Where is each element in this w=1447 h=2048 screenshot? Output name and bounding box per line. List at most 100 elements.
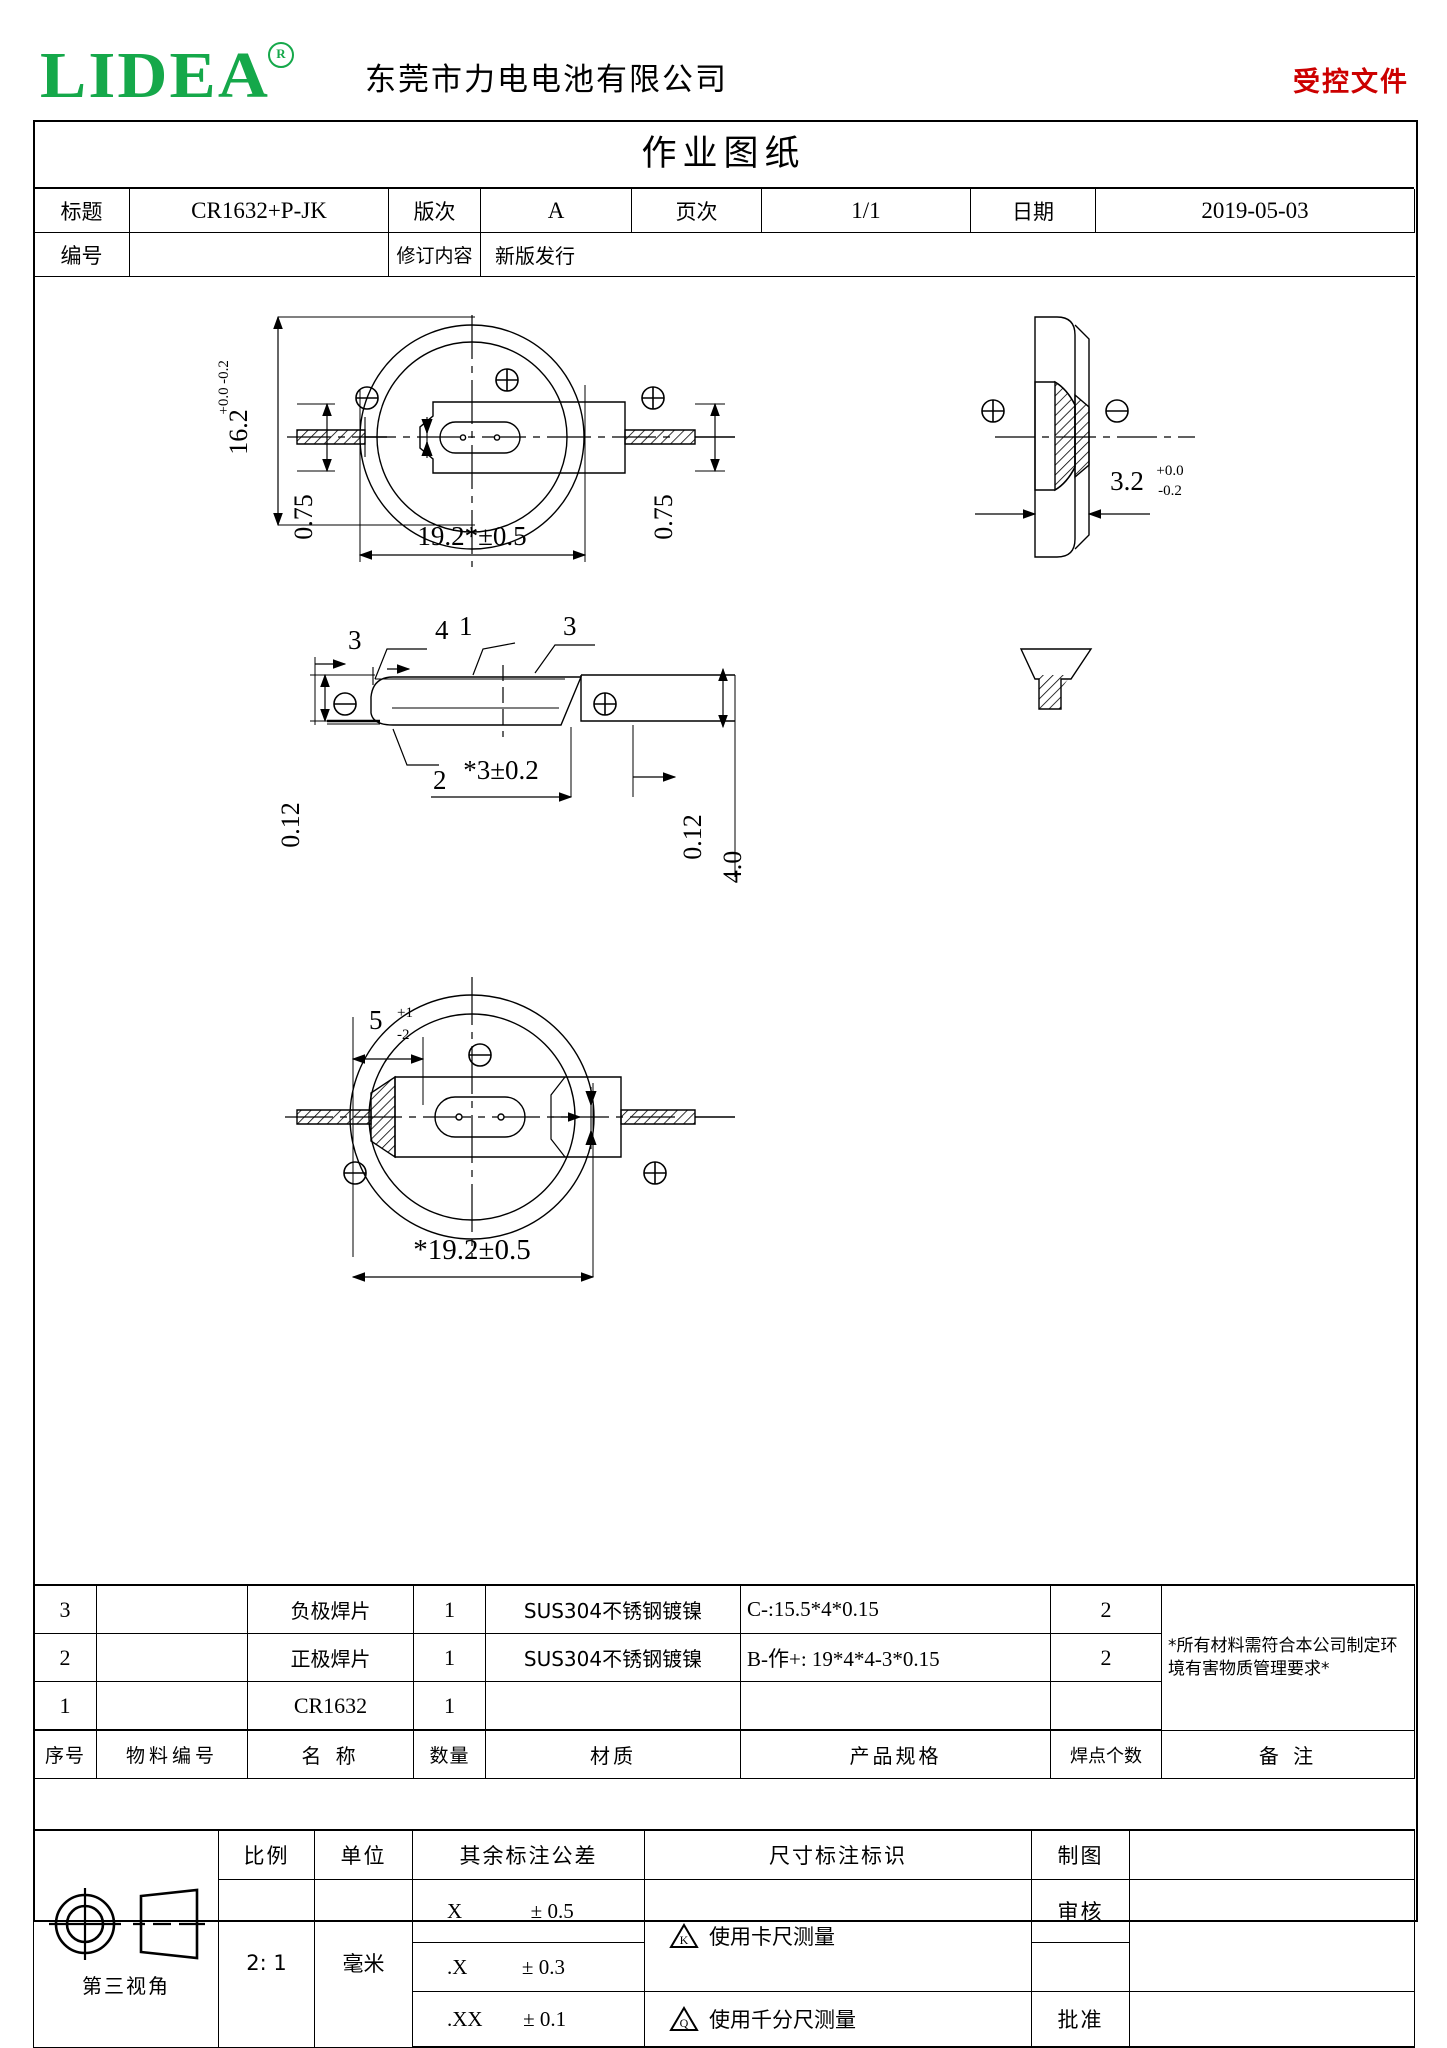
bom-row-2: 2 正极焊片 1 SUS304不锈钢镀镍 B-作+: 19*4*4-3*0.15… (33, 1633, 1415, 1682)
footer-row-3: .X ± 0.3 (34, 1942, 1415, 1992)
page-label: 页次 (631, 189, 762, 233)
bill-of-materials-table: 3 负极焊片 1 SUS304不锈钢镀镍 C-:15.5*4*0.15 2 *所… (33, 1584, 1415, 1779)
bom-row-3: 3 负极焊片 1 SUS304不锈钢镀镍 C-:15.5*4*0.15 2 *所… (33, 1584, 1415, 1731)
measurement-micrometer: Q 使用千分尺测量 (644, 1991, 1032, 2048)
bom-header-row: 序号 物料编号 名 称 数量 材质 产品规格 焊点个数 备 注 (33, 1729, 1415, 1779)
svg-text:3.2: 3.2 (1110, 466, 1144, 496)
footer-row-4: .XX ± 0.1 Q 使用千分尺测量 批准 (34, 1991, 1415, 2048)
reviewed-by-label-spacer (1031, 1942, 1130, 1992)
bom-name: 正极焊片 (247, 1633, 414, 1682)
page-value: 1/1 (761, 189, 971, 233)
svg-text:4.0: 4.0 (718, 851, 747, 884)
svg-text:2: 2 (433, 765, 447, 795)
info-row-2: 编号 修订内容 新版发行 (33, 232, 1415, 277)
reviewed-by-label: 审核 (1031, 1879, 1130, 1943)
tolerance-x: X ± 0.5 (412, 1879, 645, 1943)
drafted-by-label: 制图 (1031, 1829, 1130, 1880)
svg-text:3: 3 (563, 611, 577, 641)
tolerance-dxx-value: ± 0.1 (523, 2006, 567, 2031)
measurement-caliper: K 使用卡尺测量 (644, 1879, 1032, 1992)
info-row-1: 标题 CR1632+P-JK 版次 A 页次 1/1 日期 2019-05-03 (33, 189, 1415, 233)
bom-material: SUS304不锈钢镀镍 (485, 1584, 741, 1634)
measurement-micrometer-text: 使用千分尺测量 (709, 2008, 856, 2032)
svg-text:19.2*±0.5: 19.2*±0.5 (417, 521, 526, 551)
svg-text:0.75: 0.75 (649, 494, 678, 540)
title-value: CR1632+P-JK (129, 189, 389, 233)
bom-spec: C-:15.5*4*0.15 (740, 1584, 1051, 1634)
drafted-by-value[interactable] (1129, 1829, 1415, 1880)
svg-text:1: 1 (459, 611, 473, 641)
tolerance-dx-value: ± 0.3 (521, 1954, 565, 1979)
tolerance-dxx-key: .XX (447, 2006, 483, 2031)
bom-qty: 1 (413, 1633, 486, 1682)
title-band: 作业图纸 (33, 120, 1414, 189)
reviewed-by-value[interactable] (1129, 1879, 1415, 1992)
bom-name: CR1632 (247, 1681, 414, 1731)
revision-content-label: 修订内容 (388, 232, 481, 277)
revision-value: A (480, 189, 632, 233)
approved-by-value[interactable] (1129, 1991, 1415, 2048)
bom-no: 1 (33, 1681, 97, 1731)
bom-spec: B-作+: 19*4*4-3*0.15 (740, 1633, 1051, 1682)
bom-qty: 1 (413, 1584, 486, 1634)
unit-value: 毫米 (314, 1879, 413, 2048)
bom-welds (1050, 1681, 1162, 1731)
controlled-document-stamp: 受控文件 (1293, 67, 1409, 98)
bom-material: SUS304不锈钢镀镍 (485, 1633, 741, 1682)
date-label: 日期 (970, 189, 1096, 233)
svg-text:0.12: 0.12 (678, 814, 707, 860)
document-info-table: 标题 CR1632+P-JK 版次 A 页次 1/1 日期 2019-05-03… (33, 189, 1415, 277)
bom-header-name: 名 称 (247, 1729, 414, 1779)
svg-text:+0.0: +0.0 (216, 387, 232, 414)
bom-qty: 1 (413, 1681, 486, 1731)
bom-remark: *所有材料需符合本公司制定环境有害物质管理要求* (1161, 1584, 1415, 1731)
svg-text:-2: -2 (397, 1027, 410, 1043)
bom-header-no: 序号 (33, 1729, 97, 1779)
approved-by-label: 批准 (1031, 1991, 1130, 2048)
revision-label: 版次 (388, 189, 481, 233)
projection-label: 第三视角 (82, 1974, 170, 1999)
svg-text:*19.2±0.5: *19.2±0.5 (413, 1234, 530, 1266)
dimension-mark-title: 尺寸标注标识 (644, 1829, 1032, 1880)
date-value: 2019-05-03 (1095, 189, 1415, 233)
bom-code (96, 1681, 248, 1731)
title-label: 标题 (33, 189, 130, 233)
number-label: 编号 (33, 232, 130, 277)
bom-header-remark: 备 注 (1161, 1729, 1415, 1779)
footer-row-2: 2: 1 毫米 X ± 0.5 K 使用卡尺测量 审核 (34, 1879, 1415, 2048)
svg-text:0.12: 0.12 (276, 802, 305, 848)
technical-drawing-area: 16.2 +0.0 -0.2 0.75 0.75 19.2*±0.5 (35, 277, 1412, 1584)
company-logo: LIDEA (40, 39, 271, 112)
bom-header-material: 材质 (485, 1729, 741, 1779)
page-title: 作业图纸 (641, 134, 806, 174)
svg-text:+1: +1 (397, 1005, 413, 1021)
svg-text:16.2: 16.2 (224, 409, 253, 455)
measurement-caliper-text: 使用卡尺测量 (709, 1924, 835, 1949)
svg-text:*3±0.2: *3±0.2 (463, 755, 539, 785)
svg-text:4: 4 (435, 615, 449, 645)
bom-code (96, 1584, 248, 1634)
third-angle-projection-symbol: 第三视角 (33, 1829, 219, 2048)
bom-row-1: 1 CR1632 1 (33, 1681, 1415, 1731)
tolerance-title: 其余标注公差 (412, 1829, 645, 1880)
svg-text:+0.0: +0.0 (1156, 463, 1183, 479)
scale-label: 比例 (218, 1829, 315, 1880)
triangle-k-icon: K (669, 1922, 699, 1949)
unit-label: 单位 (314, 1829, 413, 1880)
footer-row-1: 第三视角 比例 单位 其余标注公差 尺寸标注标识 制图 (33, 1829, 1415, 2048)
bom-welds: 2 (1050, 1584, 1162, 1634)
tolerance-dxx: .XX ± 0.1 (412, 1991, 645, 2048)
bom-header-welds: 焊点个数 (1050, 1729, 1162, 1779)
registered-trademark-icon: R (268, 42, 294, 68)
svg-text:3: 3 (348, 625, 362, 655)
company-name: 东莞市力电电池有限公司 (365, 62, 728, 98)
bom-no: 3 (33, 1584, 97, 1634)
bom-header-code: 物料编号 (96, 1729, 248, 1779)
bom-spec (740, 1681, 1051, 1731)
bom-header-qty: 数量 (413, 1729, 486, 1779)
scale-value: 2: 1 (218, 1879, 315, 2048)
bom-welds: 2 (1050, 1633, 1162, 1682)
tolerance-dx: .X ± 0.3 (412, 1942, 645, 1992)
revision-content-value: 新版发行 (480, 232, 1415, 277)
